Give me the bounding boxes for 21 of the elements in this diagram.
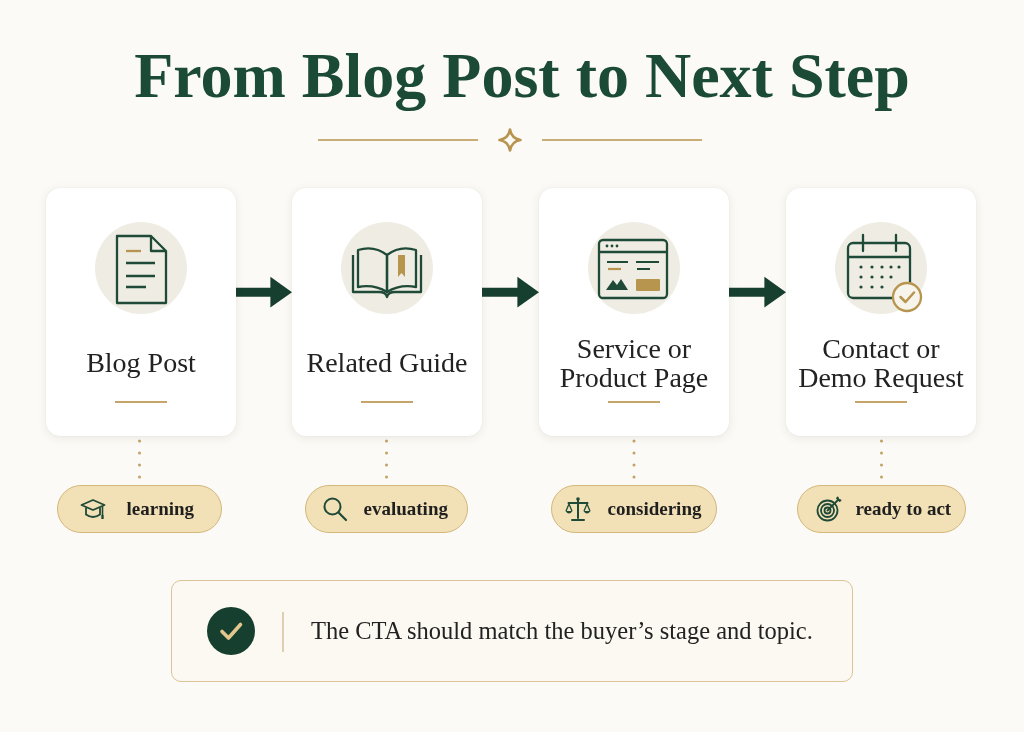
note-text: The CTA should match the buyer’s stage and topic. xyxy=(311,617,813,645)
stage-pill xyxy=(305,485,468,533)
card-title: Contact or Demo Request xyxy=(797,333,965,393)
stage-label: evaluating xyxy=(363,498,448,520)
stage-pill xyxy=(57,485,222,533)
step-card xyxy=(786,188,976,436)
stage-pill xyxy=(551,485,717,533)
stage-label: considering xyxy=(607,498,702,520)
stage-label: learning xyxy=(126,498,195,520)
arrow xyxy=(236,276,292,308)
note-box xyxy=(171,580,853,682)
arrow xyxy=(729,276,786,308)
step-card xyxy=(46,188,236,436)
card-title: Blog Post xyxy=(86,348,196,378)
step-card xyxy=(539,188,729,436)
stage-pill xyxy=(797,485,966,533)
arrow xyxy=(482,276,539,308)
stage-label: ready to act xyxy=(855,498,952,520)
card-title: Related Guide xyxy=(306,348,468,378)
card-title: Service or Product Page xyxy=(558,333,710,393)
step-card xyxy=(292,188,482,436)
